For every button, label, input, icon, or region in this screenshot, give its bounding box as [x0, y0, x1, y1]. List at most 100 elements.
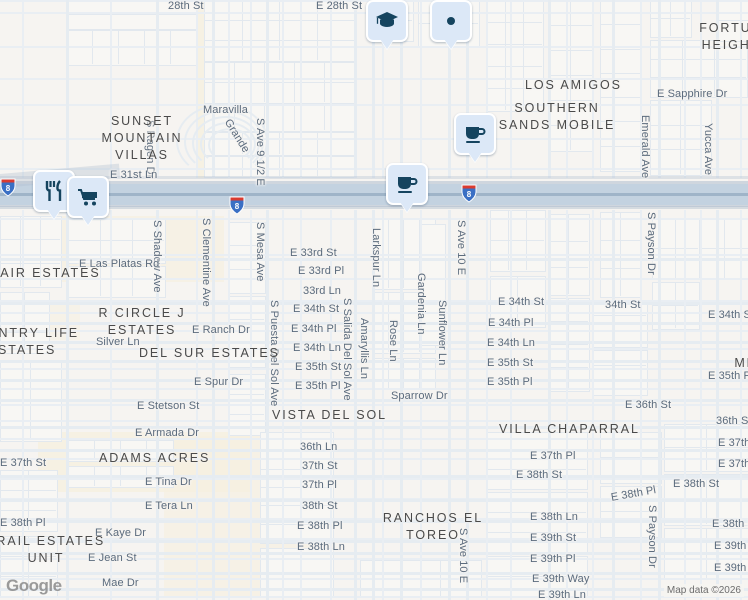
parcel-block: [650, 40, 748, 98]
street-label: E 38th St: [516, 469, 563, 481]
street-label: E 34th St: [293, 303, 340, 315]
street-label: E 28th St: [316, 0, 363, 12]
road-segment: [684, 0, 687, 600]
parcel-lot: [316, 132, 318, 154]
parcel-lot: [592, 315, 646, 317]
parcel-lot: [600, 121, 640, 123]
neighborhood-label: SUNSET MOUNTAIN VILLAS: [101, 114, 183, 162]
parcel-lot: [650, 77, 746, 79]
parcel-lot: [600, 268, 640, 269]
coffee-icon[interactable]: [454, 113, 496, 155]
street-label: S Mesa Ave: [254, 222, 266, 282]
street-label: E 37th St: [0, 457, 47, 469]
street-label: E 38th Pl: [297, 520, 343, 532]
parcel-lot: [204, 82, 354, 83]
parcel-lot: [0, 239, 60, 241]
parcel-lot: [418, 218, 420, 288]
parcel-lot: [486, 44, 542, 45]
road-segment: [266, 0, 269, 600]
road-segment: [228, 0, 231, 600]
street-label: S Clementine Ave: [200, 218, 212, 307]
neighborhood-label: VILLA CHAPARRAL: [499, 422, 640, 436]
parcel-lot: [132, 266, 133, 296]
road-segment: [420, 0, 423, 600]
parcel-lot: [650, 149, 710, 151]
street-label: E 39th Way: [532, 573, 590, 585]
school-icon[interactable]: [366, 0, 408, 42]
parcel-lot: [387, 358, 389, 388]
street-label: S Payson Dr: [645, 212, 657, 275]
parcel-lot: [548, 125, 592, 126]
street-label: E 39th St: [714, 540, 748, 552]
svg-text:8: 8: [467, 190, 472, 199]
road-segment: [466, 0, 469, 600]
parcel-lot: [204, 40, 354, 41]
street-label: S Ave 9 1/2 E: [254, 118, 266, 186]
street-label: E 33rd Pl: [298, 265, 345, 277]
parcel-block: [0, 216, 62, 288]
parcel-lot: [548, 75, 592, 76]
parcel-lot: [486, 88, 542, 89]
street-label: Gardenia Ln: [415, 273, 427, 335]
street-label: Sparrow Dr: [391, 390, 448, 402]
street-label: 38th St: [302, 500, 338, 512]
interstate-8-shield[interactable]: 8: [229, 196, 245, 215]
neighborhood-label: VISTA DEL SOL: [272, 408, 388, 422]
street-label: 36th St: [716, 415, 748, 427]
parcel-block: [600, 0, 642, 172]
parcel-block: [204, 62, 356, 104]
parcel-lot: [682, 40, 683, 96]
street-label: E Las Platas Rd: [79, 258, 160, 270]
parcel-block: [600, 486, 662, 538]
street-label: Amaryllis Ln: [358, 318, 370, 380]
parcel-lot: [40, 216, 41, 286]
road-segment: [330, 0, 333, 600]
street-label: Sunflower Ln: [436, 300, 448, 366]
street-label: E 34th Pl: [291, 323, 337, 335]
parcel-lot: [0, 576, 56, 577]
parcel-lot: [228, 268, 264, 270]
street-label: E 39th Pl: [530, 553, 576, 565]
street-label: 34th St: [605, 299, 641, 311]
frontage-road: [0, 206, 748, 209]
parcel-lot: [228, 394, 264, 395]
parcel-lot: [700, 248, 748, 249]
parcel-lot: [650, 58, 746, 60]
marker-icon[interactable]: [430, 0, 472, 42]
street-label: E 35th Pl: [708, 370, 748, 382]
parcel-lot: [652, 305, 698, 306]
street-label: E 38th St: [673, 478, 720, 490]
highway-median: [0, 193, 748, 196]
parcel-lot: [241, 0, 243, 60]
parcel-lot: [0, 556, 56, 557]
street-label: E Tina Dr: [145, 476, 192, 488]
parcel-lot: [279, 132, 280, 154]
interstate-8-shield[interactable]: 8: [0, 178, 16, 197]
parcel-lot: [680, 100, 681, 174]
parcel-block: [486, 556, 588, 598]
street-label: Emerald Ave: [639, 115, 651, 179]
parcel-lot: [260, 505, 332, 507]
highway-i8-west: [0, 184, 748, 193]
parcel-lot: [0, 262, 60, 264]
road-segment: [212, 0, 215, 600]
parcel-lot: [387, 218, 389, 288]
highway-i8-east: [0, 196, 748, 205]
street-label: Rose Ln: [387, 320, 399, 362]
street-label: 37th St: [302, 460, 338, 472]
street-label: E 35th Pl: [295, 380, 341, 392]
street-label: E Kaye Dr: [95, 527, 147, 539]
interstate-8-shield[interactable]: 8: [461, 184, 477, 203]
street-label: Yucca Ave: [702, 123, 714, 176]
frontage-road-n: [0, 176, 748, 179]
coffee-icon[interactable]: [386, 163, 428, 205]
neighborhood-label: RANCHOS EL TOREO: [382, 511, 484, 542]
road-curve: [200, 122, 256, 166]
neighborhood-label: YUMA MEADOWS: [734, 356, 748, 370]
google-logo[interactable]: Google: [6, 576, 62, 595]
parcel-lot: [716, 20, 748, 21]
parcel-lot: [28, 536, 29, 596]
parcel-lot: [523, 0, 525, 110]
store-icon[interactable]: [67, 176, 109, 218]
